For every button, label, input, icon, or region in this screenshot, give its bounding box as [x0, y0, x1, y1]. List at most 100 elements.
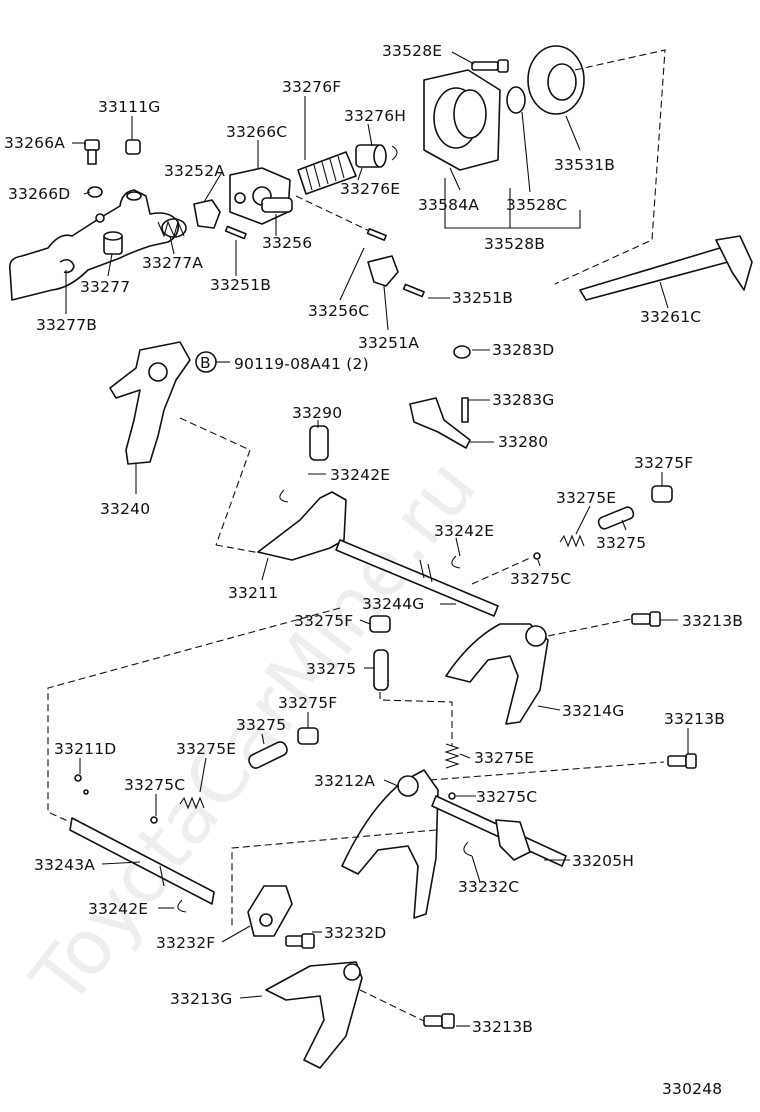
fork-33212A-part [341, 769, 439, 919]
clip-33242E-3-part [177, 899, 187, 913]
label-33251B-a: 33251B [210, 276, 271, 294]
label-33275E-b: 33275E [176, 740, 236, 758]
plug-33275F-part [651, 485, 673, 503]
label-33242E-b: 33242E [434, 522, 494, 540]
pin-33251B-right-part [402, 283, 425, 298]
label-33256: 33256 [262, 234, 312, 252]
dash-center [379, 692, 453, 746]
dashed-outline-top-right [554, 49, 666, 285]
plug-33290-part [309, 425, 329, 461]
clip-33276H-part [391, 145, 398, 161]
label-33276E-top: 33276E [340, 180, 400, 198]
label-33266D: 33266D [8, 185, 70, 203]
label-33275C-b: 33275C [124, 776, 185, 794]
label-33211: 33211 [228, 584, 278, 602]
clip-33242E-2-part [451, 555, 461, 569]
pin-33275-b-part [373, 649, 389, 691]
pin-33251B-left-part [224, 225, 247, 240]
leader-lines [65, 51, 689, 1027]
fork-33232F-part [247, 885, 293, 937]
label-33275F-c: 33275F [278, 694, 337, 712]
fork-33211-part [257, 491, 347, 561]
bracket-33528B [444, 178, 581, 229]
label-33242E-c: 33242E [88, 900, 148, 918]
label-33275C-a: 33275C [510, 570, 571, 588]
bolt-33213B-a-part [631, 611, 661, 627]
label-33275C-c: 33275C [476, 788, 537, 806]
label-33531B: 33531B [554, 156, 615, 174]
lever-33256-part [261, 197, 293, 213]
clip-33232C-part [463, 841, 473, 857]
fork-33214G-part [445, 623, 549, 725]
label-33280: 33280 [498, 433, 548, 451]
seal-33528C-part [506, 86, 526, 114]
fork-33213G-part [265, 961, 363, 1069]
label-33213G: 33213G [170, 990, 233, 1008]
label-33251A: 33251A [358, 334, 419, 352]
dash-frame-left [47, 607, 341, 823]
label-33275F-b: 33275F [294, 612, 353, 630]
label-33275-b: 33275 [306, 660, 356, 678]
label-33205H: 33205H [572, 852, 634, 870]
spring-33275E-c-part [179, 796, 205, 810]
label-33111G: 33111G [98, 98, 161, 116]
dash-fork-to-shaft [231, 829, 437, 928]
switch-33280-part [409, 345, 471, 449]
label-33290: 33290 [292, 404, 342, 422]
label-33213B-a: 33213B [682, 612, 743, 630]
spring-33275E-b-part [444, 743, 460, 769]
label-33266C: 33266C [226, 123, 287, 141]
plug-33275F-b-part [369, 615, 391, 633]
label-33584A: 33584A [418, 196, 479, 214]
label-33214G: 33214G [562, 702, 625, 720]
label-33232D: 33232D [324, 924, 386, 942]
diagram-code: 330248 [662, 1080, 722, 1098]
label-33275F-a: 33275F [634, 454, 693, 472]
bolt-33266A-part [84, 139, 100, 165]
label-33277A: 33277A [142, 254, 203, 272]
pin-33211D-part [74, 774, 82, 782]
bolt-33232D-part [285, 933, 315, 949]
bolt-33528E-part [471, 59, 509, 73]
shaft-33243A-part [69, 817, 215, 905]
ball-33275C-b-part [150, 816, 158, 824]
pin-33256C-part [366, 227, 387, 241]
label-33276F: 33276F [282, 78, 341, 96]
label-33232F: 33232F [156, 934, 215, 952]
plug-33275F-c-part [297, 727, 319, 745]
label-33211D: 33211D [54, 740, 116, 758]
label-33232C: 33232C [458, 878, 519, 896]
label-33240: 33240 [100, 500, 150, 518]
spring-33277A-part [157, 218, 187, 238]
dash-33213B-a [547, 617, 637, 637]
clip-33277B-part [59, 258, 75, 274]
dash-33213B-b [429, 761, 665, 781]
ball-33275C-c-part [448, 792, 456, 800]
label-33251B-b: 33251B [452, 289, 513, 307]
dash-33213B-c [359, 989, 427, 1023]
dash-lever-down [215, 449, 251, 546]
label-33275-a: 33275 [596, 534, 646, 552]
bolt-33213B-c-part [423, 1013, 455, 1029]
label-33252A: 33252A [164, 162, 225, 180]
housing-33584A-part [423, 69, 501, 171]
pin-33275-c-part [248, 741, 288, 769]
plug-33111G-part [125, 139, 141, 155]
lever-33252A-part [193, 199, 221, 229]
selector-33266C-part [229, 167, 291, 225]
label-33528C: 33528C [506, 196, 567, 214]
label-33277B: 33277B [36, 316, 97, 334]
sleeve-33276E-part [355, 144, 387, 168]
label-33275-c: 33275 [236, 716, 286, 734]
label-33277: 33277 [80, 278, 130, 296]
label-33283D: 33283D [492, 341, 554, 359]
housing-33266-part [8, 189, 180, 301]
label-33528E: 33528E [382, 42, 442, 60]
pin-33275-part [597, 506, 635, 530]
guide-line [295, 195, 381, 237]
callout-letter-B: B [200, 354, 211, 372]
label-33212A: 33212A [314, 772, 375, 790]
lever-33251A-part [367, 255, 399, 287]
